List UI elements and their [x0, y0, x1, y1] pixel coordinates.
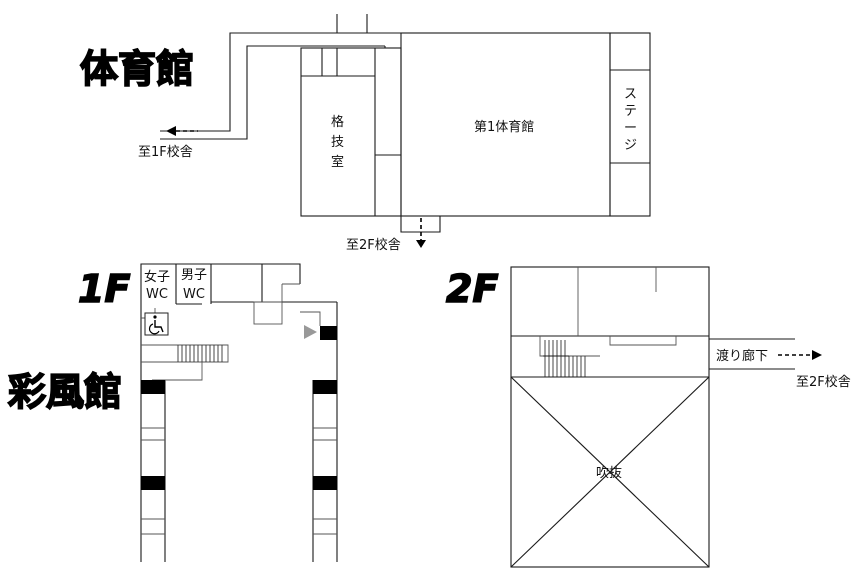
dojo-label-2: 技	[331, 135, 344, 150]
saifu-building-title: 彩風館	[8, 370, 122, 414]
stage-label-4: ジ	[624, 138, 637, 153]
main-gym-label: 第1体育館	[474, 119, 534, 135]
floor-1-title: 1F	[78, 267, 130, 311]
stage-label-3: ー	[624, 121, 637, 136]
floor-2-outline	[510, 266, 710, 568]
stage-area	[609, 32, 651, 217]
floor-2-plan: 吹抜 渡り廊下 至2F校舎	[510, 266, 851, 568]
dojo-label-3: 室	[331, 154, 344, 170]
wheelchair-icon	[144, 312, 169, 336]
stage-label-2: テ	[624, 104, 637, 119]
dojo-room	[300, 47, 402, 217]
gym-plan: 至1F校舎 至2F校舎 第1体育館 格 技 室 ス テ ー ジ	[138, 14, 651, 253]
women-wc-label-1: 女子	[144, 269, 170, 285]
floor-2-title: 2F	[446, 267, 498, 311]
gym-building-title: 体育館	[80, 47, 194, 91]
corridor-label: 渡り廊下	[716, 348, 768, 364]
women-wc-label-2: WC	[146, 287, 168, 302]
atrium-label: 吹抜	[596, 465, 622, 481]
floor-1-plan: 女子 WC 男子 WC	[140, 263, 338, 562]
to-school-1f-label: 至1F校舎	[138, 144, 193, 160]
dojo-label-1: 格	[331, 114, 344, 130]
men-wc-label-1: 男子	[181, 268, 207, 283]
stage-label-1: ス	[624, 87, 637, 102]
to-school-2f-corridor-label: 至2F校舎	[796, 374, 851, 390]
men-wc-label-2: WC	[183, 287, 205, 302]
to-school-2f-label: 至2F校舎	[346, 237, 401, 253]
